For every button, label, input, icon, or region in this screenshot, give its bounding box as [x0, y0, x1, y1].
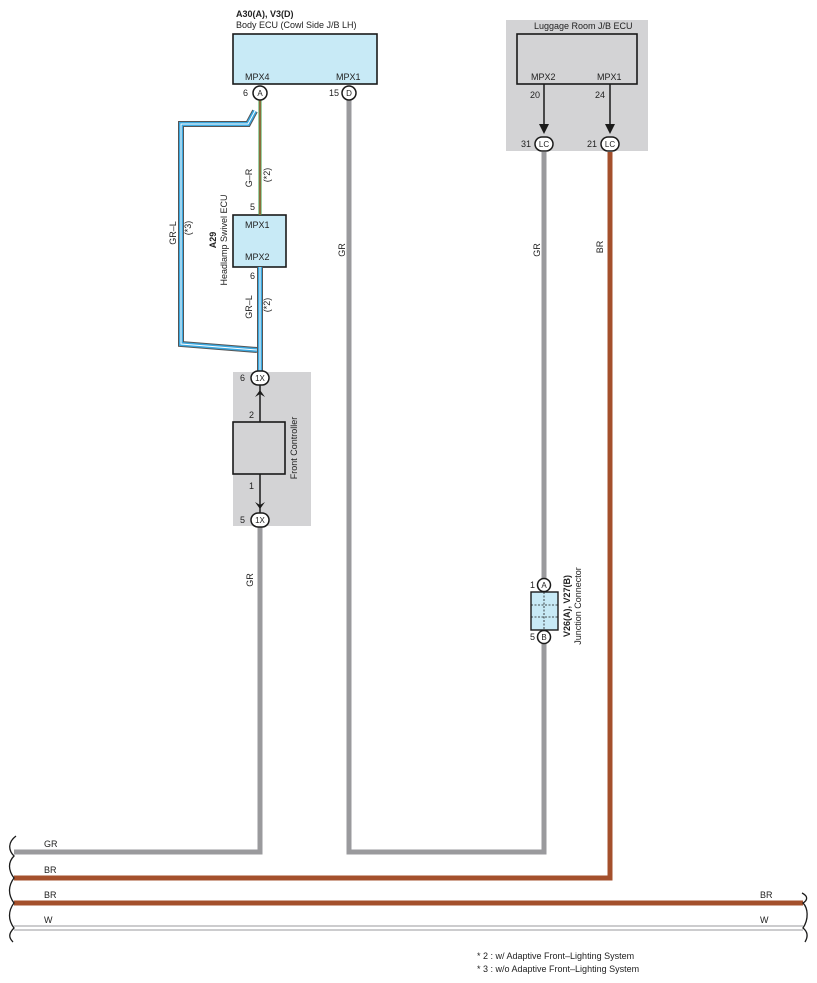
wire-label-gr-lc: GR — [532, 243, 542, 257]
body-ecu-pin-15: 15 — [329, 88, 339, 98]
headlamp-pin-mpx2: MPX2 — [245, 252, 270, 262]
junction-name: Junction Connector — [573, 567, 583, 645]
wire-br-lc — [14, 152, 613, 881]
wire-label-gr-l-short: GR–L — [244, 295, 254, 319]
body-ecu-code: A30(A), V3(D) — [236, 9, 294, 19]
headlamp-pin-6: 6 — [250, 271, 255, 281]
front-controller-name: Front Controller — [289, 417, 299, 480]
junction-conn-a-label: A — [541, 581, 547, 590]
connector-1x-bottom-label: 1X — [255, 516, 265, 525]
body-ecu-box — [232, 33, 378, 85]
body-ecu: A30(A), V3(D) Body ECU (Cowl Side J/B LH… — [232, 9, 378, 85]
arrow-down-icon — [605, 124, 615, 134]
connector-1x-bottom — [250, 512, 270, 528]
junction-conn-b-label: B — [541, 633, 546, 642]
body-ecu-pin-mpx1: MPX1 — [336, 72, 361, 82]
body-ecu-pin-6: 6 — [243, 88, 248, 98]
headlamp-swivel-ecu: MPX1 MPX2 5 6 A29 Headlamp Swivel ECU — [208, 194, 287, 286]
fc-pin-5: 5 — [240, 515, 245, 525]
luggage-pin-24: 24 — [595, 90, 605, 100]
front-controller-box — [232, 421, 286, 475]
junction-pin-5: 5 — [530, 632, 535, 642]
wire-gr-l-loop — [178, 109, 258, 353]
bus-label-br1: BR — [44, 865, 57, 875]
connector-a — [252, 85, 268, 101]
junction-connector: A 1 B 5 V26(A), V27(B) Junction Connecto… — [530, 567, 583, 645]
connector-lc-31 — [534, 136, 554, 152]
connector-lc-31-label: LC — [539, 140, 549, 149]
wire-label-gr-mid: GR — [337, 243, 347, 257]
wire-gr-mpx1-loop — [346, 100, 547, 855]
connector-lc-21 — [600, 136, 620, 152]
wire-gr-front-controller — [14, 527, 263, 855]
luggage-pin-20: 20 — [530, 90, 540, 100]
connector-d — [341, 85, 357, 101]
connector-a-label: A — [257, 89, 263, 98]
luggage-ecu-pin-mpx2: MPX2 — [531, 72, 556, 82]
bus-label-br2-right: BR — [760, 890, 773, 900]
arrow-up-icon — [255, 390, 265, 397]
fc-pin-6: 6 — [240, 373, 245, 383]
connector-lc-21-label: LC — [605, 140, 615, 149]
wire-label-g-r: G–R — [244, 168, 254, 187]
note-2: * 2 : w/ Adaptive Front–Lighting System — [477, 951, 634, 961]
fc-pin-2: 2 — [249, 410, 254, 420]
body-ecu-pin-mpx4: MPX4 — [245, 72, 270, 82]
front-controller: 1X 6 2 1 1X 5 Front Controller — [232, 370, 299, 528]
headlamp-ecu-code: A29 — [208, 232, 218, 249]
connector-d-label: D — [346, 89, 352, 98]
wire-note-2a: (*2) — [262, 168, 272, 183]
junction-code: V26(A), V27(B) — [562, 575, 572, 637]
wire-label-gr-fc: GR — [245, 573, 255, 587]
note-3: * 3 : w/o Adaptive Front–Lighting System — [477, 964, 639, 974]
bus-label-gr: GR — [44, 839, 58, 849]
luggage-ecu-box — [516, 33, 638, 85]
bus-label-w-right: W — [760, 915, 769, 925]
junction-box — [530, 591, 559, 631]
junction-pin-1: 1 — [530, 580, 535, 590]
bus-label-w-left: W — [44, 915, 53, 925]
headlamp-ecu-name: Headlamp Swivel ECU — [219, 194, 229, 285]
luggage-ecu: Luggage Room J/B ECU MPX2 MPX1 20 24 — [516, 21, 638, 134]
connector-1x-top-label: 1X — [255, 374, 265, 383]
junction-conn-b — [536, 629, 552, 645]
headlamp-pin-mpx1: MPX1 — [245, 220, 270, 230]
luggage-ecu-name: Luggage Room J/B ECU — [534, 21, 633, 31]
luggage-ecu-shade — [506, 20, 648, 151]
body-ecu-name: Body ECU (Cowl Side J/B LH) — [236, 20, 357, 30]
wire-label-br-lc: BR — [595, 240, 605, 253]
bus-label-br2-left: BR — [44, 890, 57, 900]
luggage-ecu-pin-mpx1: MPX1 — [597, 72, 622, 82]
arrow-down-icon — [539, 124, 549, 134]
headlamp-pin-5: 5 — [250, 202, 255, 212]
wire-note-3: (*3) — [183, 221, 193, 236]
fc-pin-1: 1 — [249, 481, 254, 491]
luggage-pin-21: 21 — [587, 139, 597, 149]
wire-label-gr-l-long: GR–L — [168, 221, 178, 245]
luggage-pin-31: 31 — [521, 139, 531, 149]
bus-break-left-icon — [8, 835, 17, 943]
bus-break-right-icon — [801, 892, 808, 943]
arrow-down-icon — [255, 502, 265, 509]
wire-note-2b: (*2) — [262, 298, 272, 313]
